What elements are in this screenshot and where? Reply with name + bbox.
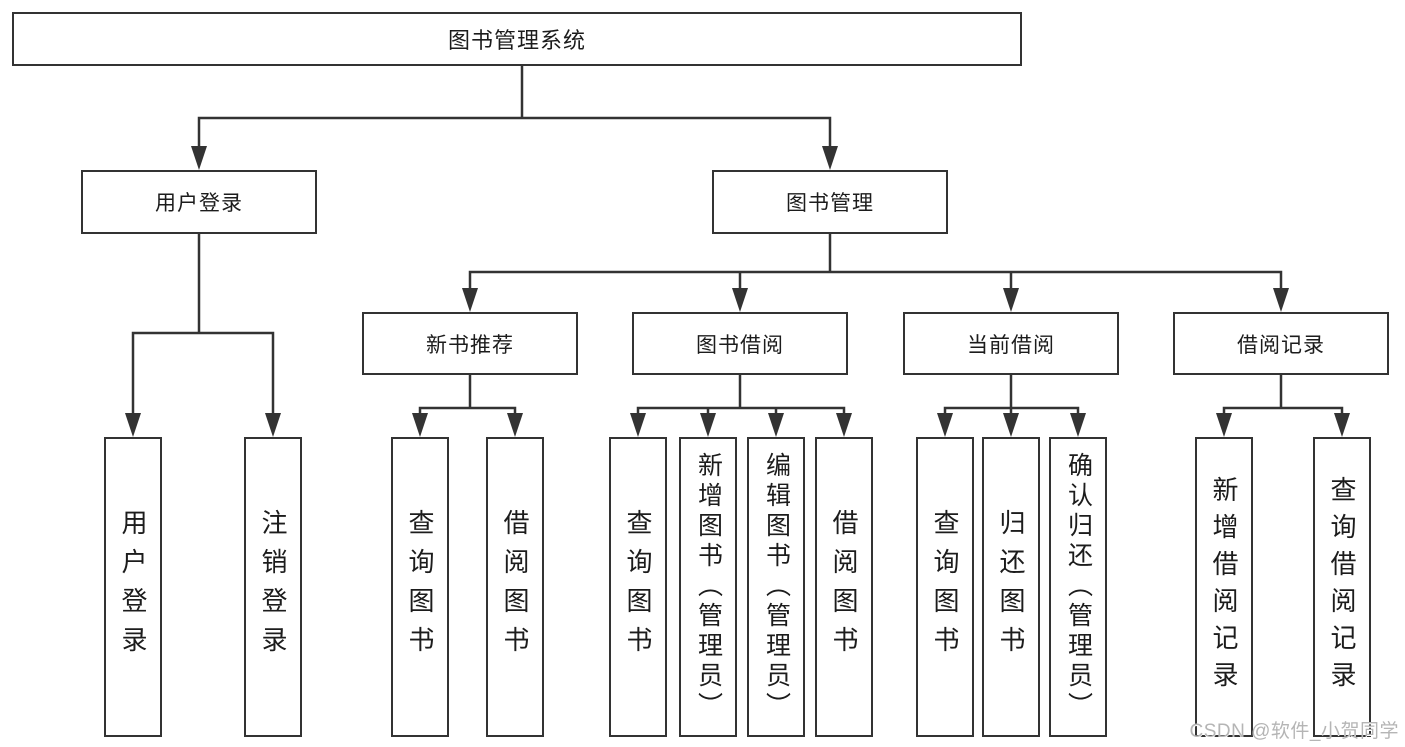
leaf-query-book-1: 查询图书 xyxy=(391,437,449,737)
connector-new-book-children xyxy=(418,373,517,420)
node-book-mgmt-label: 图书管理 xyxy=(786,192,874,215)
leaf-add-borrow-record: 新增借阅记录 xyxy=(1195,437,1253,737)
connector-book-mgmt-children xyxy=(468,232,1283,294)
leaf-borrow-book-2: 借阅图书 xyxy=(815,437,873,737)
connector-root-to-level2 xyxy=(197,64,832,152)
connector-book-borrow-children xyxy=(636,373,846,420)
leaf-query-book-2: 查询图书 xyxy=(609,437,667,737)
leaf-return-book: 归还图书 xyxy=(982,437,1040,737)
node-root: 图书管理系统 xyxy=(12,12,1022,66)
node-user-login-label: 用户登录 xyxy=(155,192,243,215)
leaf-query-borrow-record: 查询借阅记录 xyxy=(1313,437,1371,737)
node-book-borrow-label: 图书借阅 xyxy=(696,333,784,357)
node-current-borrow: 当前借阅 xyxy=(903,312,1119,375)
node-new-book-rec-label: 新书推荐 xyxy=(426,333,514,357)
node-current-borrow-label: 当前借阅 xyxy=(967,333,1055,357)
connector-user-login-children xyxy=(131,232,275,420)
leaf-user-login: 用户登录 xyxy=(104,437,162,737)
leaf-query-book-3: 查询图书 xyxy=(916,437,974,737)
leaf-confirm-return-admin: 确认归还（管理员） xyxy=(1049,437,1107,737)
node-borrow-records-label: 借阅记录 xyxy=(1237,333,1325,357)
leaf-edit-book-admin: 编辑图书（管理员） xyxy=(747,437,805,737)
csdn-watermark: CSDN @软件_小贺同学 xyxy=(1189,721,1399,742)
leaf-borrow-book-1: 借阅图书 xyxy=(486,437,544,737)
node-user-login: 用户登录 xyxy=(81,170,317,234)
leaf-logout: 注销登录 xyxy=(244,437,302,737)
connector-current-borrow-children xyxy=(943,373,1080,420)
leaf-add-book-admin: 新增图书（管理员） xyxy=(679,437,737,737)
node-borrow-records: 借阅记录 xyxy=(1173,312,1389,375)
connector-borrow-records-children xyxy=(1222,373,1344,420)
node-book-borrow: 图书借阅 xyxy=(632,312,848,375)
node-new-book-rec: 新书推荐 xyxy=(362,312,578,375)
node-book-mgmt: 图书管理 xyxy=(712,170,948,234)
node-root-label: 图书管理系统 xyxy=(447,28,586,53)
